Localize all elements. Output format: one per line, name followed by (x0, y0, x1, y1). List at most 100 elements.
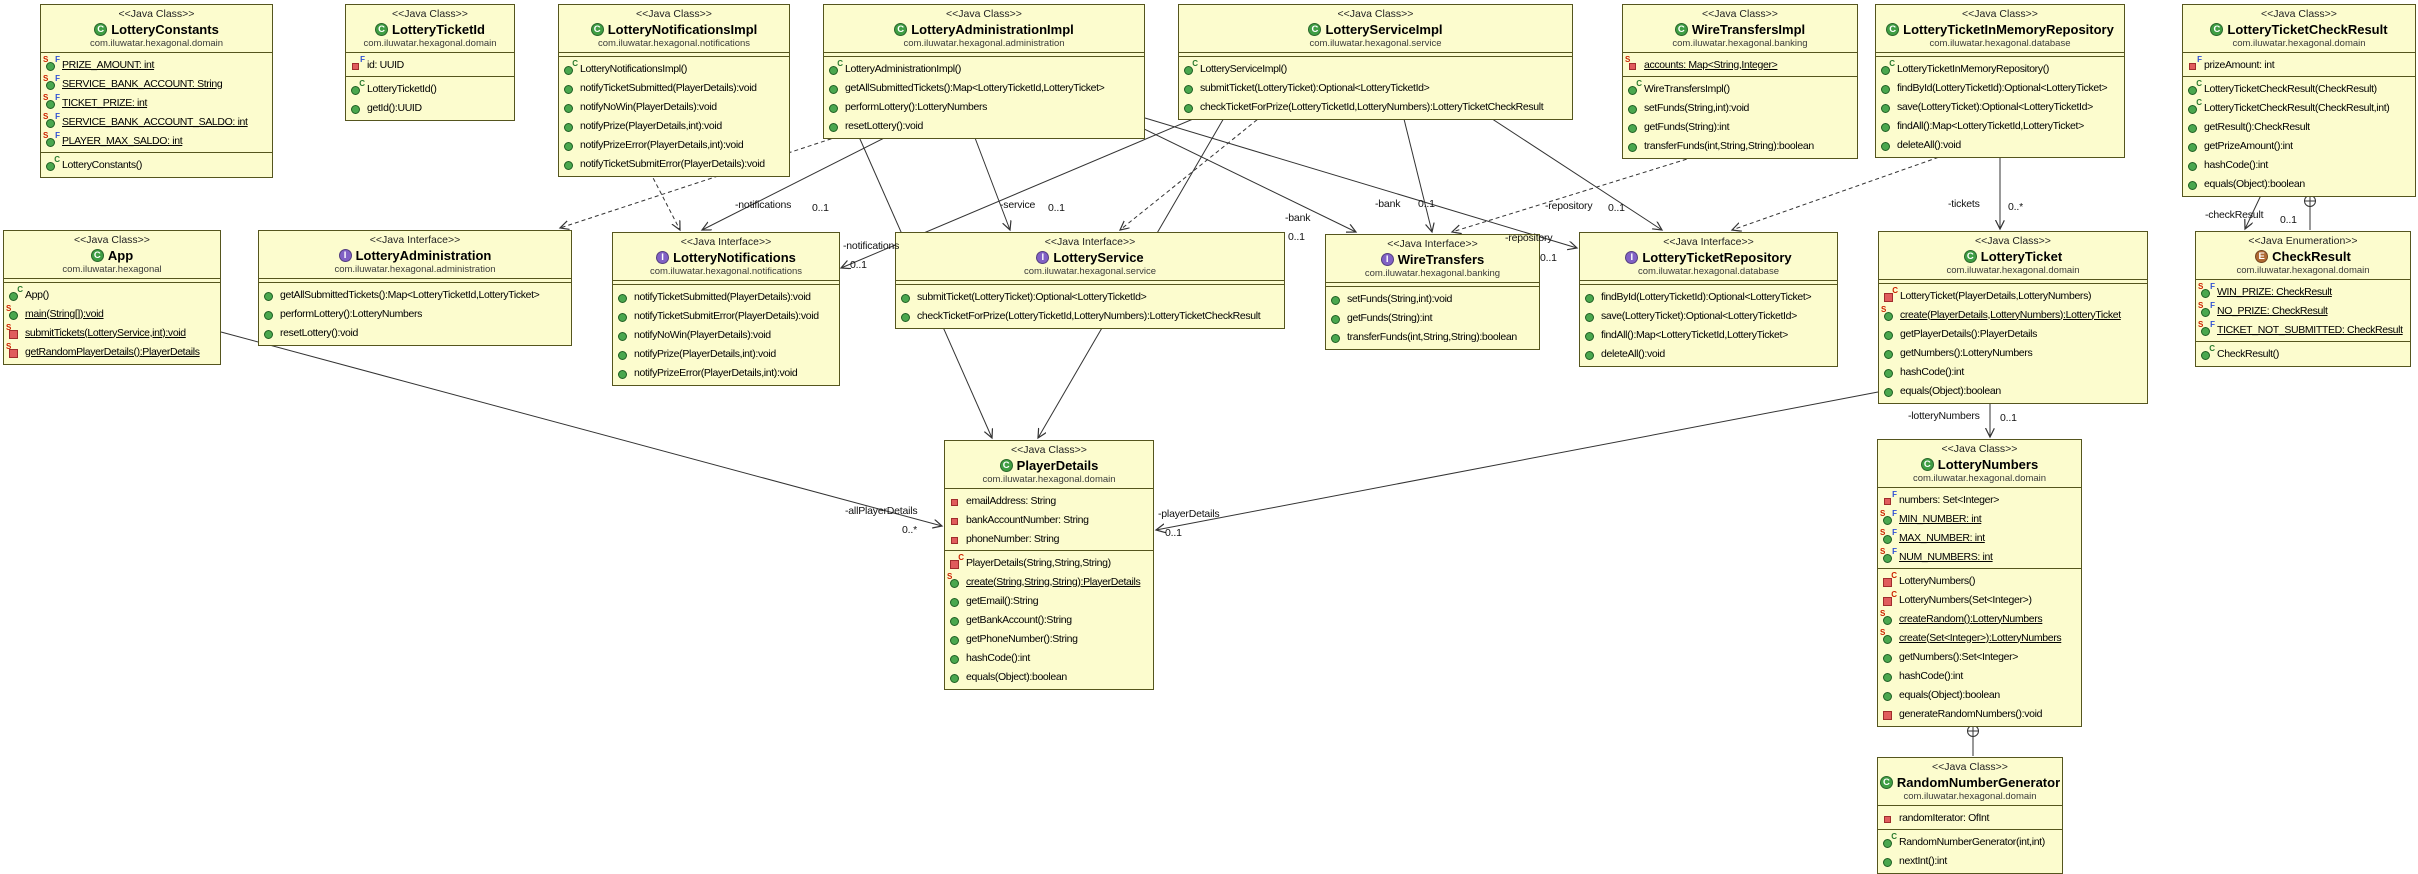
method-row: equals(Object):boolean (1878, 685, 2081, 704)
field-row: phoneNumber: String (945, 529, 1153, 548)
field-label: SERVICE_BANK_ACCOUNT: String (62, 77, 223, 90)
method-row: notifyTicketSubmitted(PlayerDetails):voi… (559, 78, 789, 97)
package-label: com.iluwatar.hexagonal.domain (89, 38, 224, 49)
circle-glyph (2201, 327, 2210, 336)
public-member-icon (617, 309, 631, 322)
fields-compartment (613, 281, 839, 285)
edge-realizes-WireTransfersImpl-WireTransfers (1452, 154, 1701, 232)
method-label: setFunds(String,int):void (1347, 292, 1453, 305)
package-label: com.iluwatar.hexagonal.domain (1946, 265, 2080, 276)
public-member-icon (949, 594, 963, 607)
method-label: PlayerDetails(String,String,String) (966, 556, 1111, 569)
public-member-icon (2187, 177, 2201, 190)
final-modifier-icon: F (2210, 301, 2215, 310)
stereotype-label: <<Java Class>> (1011, 444, 1087, 456)
static-modifier-icon: S (6, 323, 12, 332)
public-member-icon: S (1880, 610, 1896, 625)
circle-glyph (829, 85, 838, 94)
public-member-icon (828, 119, 842, 132)
package-label: com.iluwatar.hexagonal.notifications (649, 266, 803, 277)
edge-association-LotteryServiceImpl-LotteryTicketRepository (1479, 110, 1662, 230)
method-label: getNumbers():LotteryNumbers (1900, 346, 2033, 359)
method-row: hashCode():int (1878, 666, 2081, 685)
class-icon: C (999, 459, 1013, 472)
constructor-modifier-icon: C (1892, 286, 1898, 295)
circle-glyph (46, 62, 55, 71)
package-label: com.iluwatar.hexagonal.administration (334, 264, 496, 275)
circle-glyph (1881, 66, 1890, 75)
method-label: generateRandomNumbers():void (1899, 707, 2043, 720)
constructor-modifier-icon: C (2196, 98, 2202, 107)
public-member-icon (563, 100, 577, 113)
stereotype-label: <<Java Interface>> (369, 234, 461, 246)
circle-glyph (901, 313, 910, 322)
method-label: equals(Object):boolean (1899, 688, 2000, 701)
public-member-icon: S (947, 573, 963, 588)
method-label: RandomNumberGenerator(int,int) (1899, 835, 2045, 848)
public-member-icon (1883, 346, 1897, 359)
method-label: notifyPrizeError(PlayerDetails,int):void (580, 138, 744, 151)
fields-compartment (824, 53, 1144, 57)
edge-association-LotteryTicket-PlayerDetails (1156, 391, 1879, 530)
circle-glyph (1883, 554, 1892, 563)
circle-glyph (1628, 86, 1637, 95)
public-member-icon (563, 119, 577, 132)
method-label: LotteryNumbers() (1899, 574, 1976, 587)
method-label: LotteryTicket(PlayerDetails,LotteryNumbe… (1900, 289, 2092, 302)
method-label: LotteryTicketId() (367, 82, 437, 95)
method-label: notifyPrize(PlayerDetails,int):void (634, 347, 776, 360)
method-label: submitTicket(LotteryTicket):Optional<Lot… (917, 290, 1147, 303)
final-modifier-icon: F (1892, 490, 1897, 499)
stereotype-label: <<Java Class>> (1337, 8, 1414, 20)
field-label: PLAYER_MAX_SALDO: int (62, 134, 183, 147)
method-row: findById(LotteryTicketId):Optional<Lotte… (1876, 78, 2124, 97)
method-label: getBankAccount():String (966, 613, 1072, 626)
public-member-icon: S (1881, 306, 1897, 321)
method-row: setFunds(String,int):void (1326, 289, 1539, 308)
method-label: createRandom():LotteryNumbers (1899, 612, 2043, 625)
method-row: notifyTicketSubmitted(PlayerDetails):voi… (613, 287, 839, 306)
circle-glyph (1585, 313, 1594, 322)
square-glyph (1884, 816, 1891, 823)
method-label: hashCode():int (2204, 158, 2268, 171)
method-label: deleteAll():void (1897, 138, 1961, 151)
circle-glyph (1331, 334, 1340, 343)
edge-association-LotteryServiceImpl-WireTransfers (1401, 110, 1432, 232)
method-row: getPhoneNumber():String (945, 629, 1153, 648)
square-glyph (1629, 63, 1636, 70)
class-icon: C (1674, 23, 1688, 36)
public-member-icon (949, 632, 963, 645)
method-label: save(LotteryTicket):Optional<LotteryTick… (1601, 309, 1797, 322)
class-name-label: LotteryTicketCheckResult (2227, 22, 2388, 37)
